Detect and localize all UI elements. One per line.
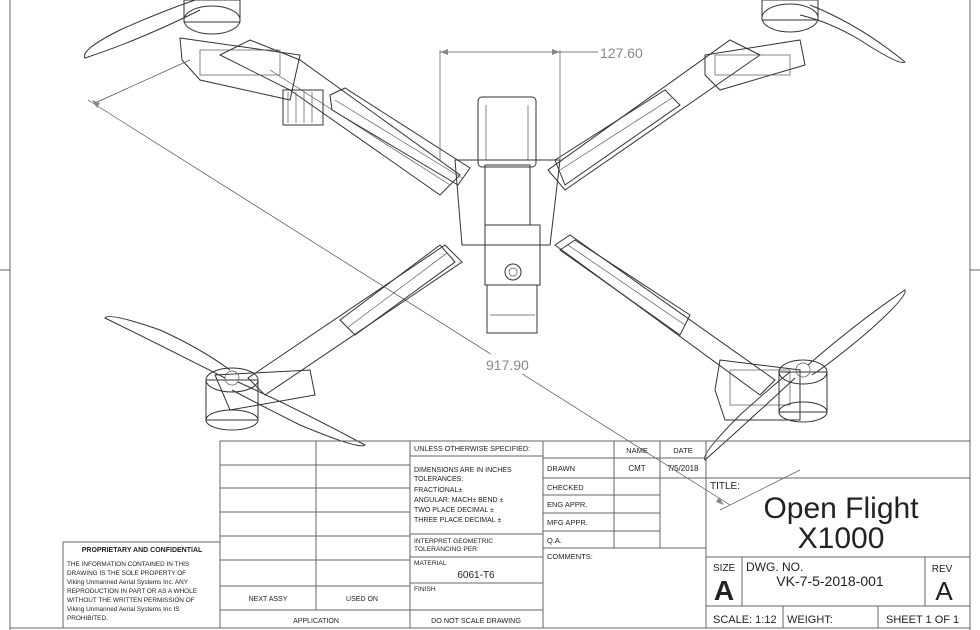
- motor-front-right: [761, 0, 819, 33]
- do-not-scale-label: DO NOT SCALE DRAWING: [431, 616, 521, 625]
- tolerance-line-5: TWO PLACE DECIMAL ±: [414, 507, 494, 514]
- proprietary-heading: PROPRIETARY AND CONFIDENTIAL: [82, 547, 203, 554]
- mfg-appr-label: MFG APPR.: [547, 518, 588, 527]
- dimension-diagonal: 917.90: [87, 59, 801, 511]
- checked-label: CHECKED: [547, 483, 584, 492]
- dimension-top-width: 127.60: [439, 45, 643, 160]
- drawn-label: DRAWN: [547, 464, 575, 473]
- arm-rear-right: [554, 234, 801, 421]
- motor-rear-left: [205, 367, 259, 431]
- sheet-text: SHEET 1 OF 1: [886, 614, 959, 626]
- proprietary-line-1: THE INFORMATION CONTAINED IN THIS: [67, 561, 189, 568]
- arm-front-right: [547, 39, 806, 191]
- scale-text: SCALE: 1:12: [713, 614, 777, 626]
- interpret-line-2: TOLERANCING PER:: [414, 546, 479, 553]
- unless-specified-label: UNLESS OTHERWISE SPECIFIED:: [414, 444, 530, 453]
- drone-assembly: [83, 0, 906, 461]
- used-on-label: USED ON: [346, 596, 378, 603]
- propeller-rear-right: [703, 289, 906, 461]
- material-value: 6061-T6: [457, 570, 495, 581]
- tolerance-line-3: FRACTIONAL±: [414, 487, 462, 494]
- tolerance-block: UNLESS OTHERWISE SPECIFIED: DIMENSIONS A…: [410, 441, 544, 628]
- dwg-no-label: DWG. NO.: [746, 560, 803, 574]
- eng-appr-label: ENG APPR.: [547, 500, 587, 509]
- tolerance-line-6: THREE PLACE DECIMAL ±: [414, 517, 501, 524]
- proprietary-notice: PROPRIETARY AND CONFIDENTIAL THE INFORMA…: [62, 541, 220, 628]
- application-label: APPLICATION: [293, 618, 339, 625]
- finish-label: FINISH: [414, 586, 436, 593]
- propeller-rear-left: [104, 316, 366, 447]
- qa-label: Q.A.: [547, 536, 562, 545]
- arm-rear-left: [214, 244, 463, 411]
- date-header: DATE: [673, 446, 692, 455]
- approvals-block: NAME DATE DRAWN CMT 7/5/2018 CHECKED ENG…: [543, 441, 970, 561]
- drawn-name: CMT: [628, 464, 645, 473]
- center-body: [454, 96, 561, 334]
- tolerance-line-1: DIMENSIONS ARE IN INCHES: [414, 467, 512, 474]
- next-assy-label: NEXT ASSY: [249, 596, 288, 603]
- proprietary-line-4: REPRODUCTION IN PART OR AS A WHOLE: [67, 588, 197, 595]
- arm-front-left: [179, 37, 471, 196]
- dwg-no-value: VK-7-5-2018-001: [776, 573, 884, 589]
- title-label: TITLE:: [710, 481, 740, 492]
- title-block: PROPRIETARY AND CONFIDENTIAL THE INFORMA…: [62, 440, 970, 628]
- tolerance-line-2: TOLERANCES:: [414, 476, 463, 483]
- weight-text: WEIGHT:: [787, 614, 833, 626]
- size-label: SIZE: [713, 563, 736, 574]
- proprietary-line-2: DRAWING IS THE SOLE PROPERTY OF: [67, 570, 186, 577]
- proprietary-line-5: WITHOUT THE WRITTEN PERMISSION OF: [67, 597, 195, 604]
- motor-front-left: [183, 0, 241, 35]
- material-label: MATERIAL: [414, 560, 447, 567]
- title-area: TITLE: Open Flight X1000 SIZE A DWG. NO.…: [705, 478, 970, 628]
- name-header: NAME: [626, 446, 648, 455]
- dimension-label-diagonal: 917.90: [486, 357, 529, 373]
- rev-label: REV: [932, 564, 953, 575]
- interpret-line-1: INTERPRET GEOMETRIC: [414, 538, 493, 545]
- tolerance-line-4: ANGULAR: MACH± BEND ±: [414, 497, 504, 504]
- drawing-title-line-2: X1000: [798, 522, 885, 555]
- propeller-front-right: [799, 4, 906, 64]
- size-value: A: [714, 575, 734, 606]
- drawing-title-line-1: Open Flight: [763, 492, 919, 525]
- dimension-label-width: 127.60: [600, 45, 643, 61]
- rev-value: A: [935, 576, 953, 606]
- drawn-date: 7/5/2018: [667, 464, 699, 473]
- proprietary-line-7: PROHIBITED.: [67, 615, 108, 622]
- proprietary-line-6: Viking Unmanned Aerial Systems Inc IS: [67, 606, 179, 613]
- comments-label: COMMENTS:: [547, 552, 593, 561]
- motor-rear-right: [778, 359, 828, 423]
- propeller-front-left: [83, 0, 201, 59]
- proprietary-line-3: Viking Unmanned Aerial Systems Inc. ANY: [67, 579, 189, 586]
- connector-block: [282, 89, 324, 126]
